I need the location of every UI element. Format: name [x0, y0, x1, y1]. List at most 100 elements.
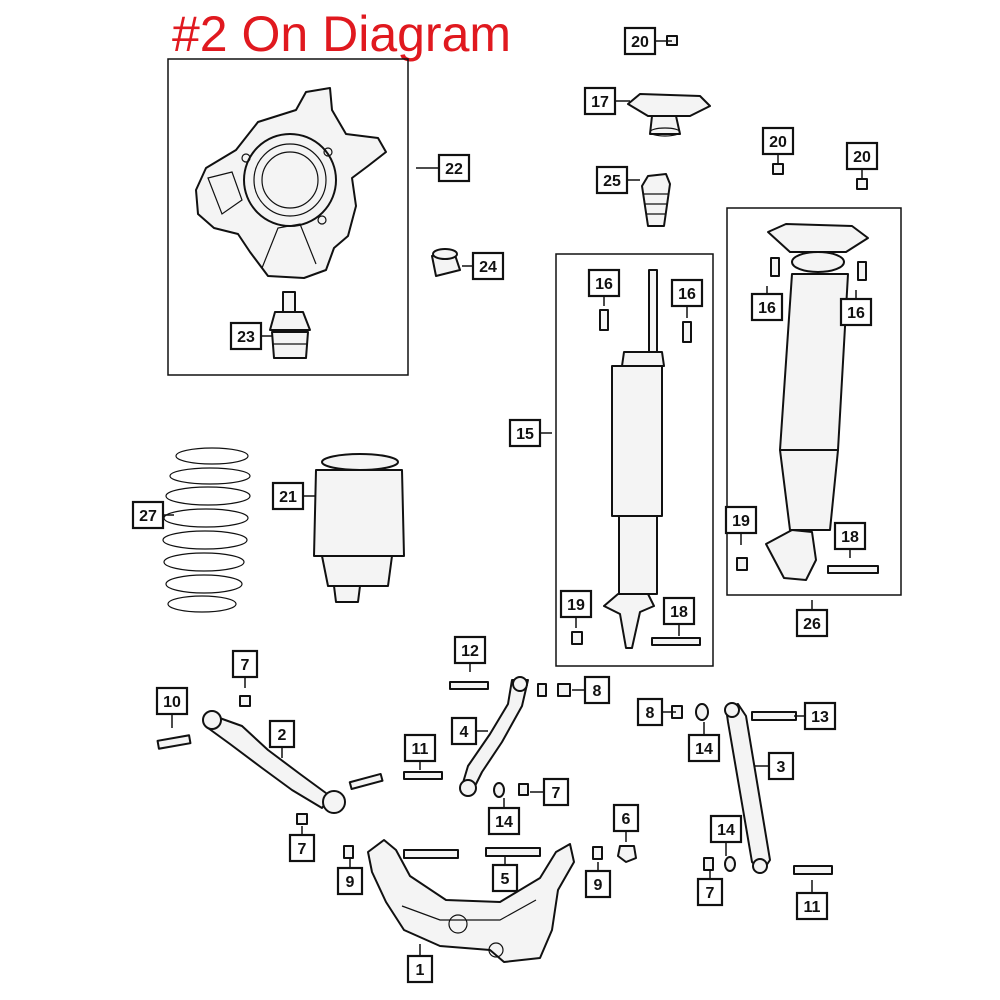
callout-box — [542, 777, 570, 807]
jounce-bumper-part — [641, 173, 671, 227]
callout-label: 18 — [841, 529, 859, 546]
air-spring-part — [313, 453, 405, 603]
callout-box — [803, 701, 837, 731]
callout-label: 3 — [777, 759, 786, 776]
callout-label: 22 — [445, 161, 463, 178]
callout-box — [559, 589, 593, 619]
callout-label: 8 — [646, 705, 655, 722]
callout-c25: 25 — [595, 165, 640, 195]
callout-c26: 26 — [795, 600, 829, 638]
callout-c23: 23 — [229, 321, 272, 351]
callout-c11b: 11 — [795, 880, 829, 921]
shock-absorber-part — [603, 269, 665, 649]
lower-control-arm-part — [367, 839, 575, 963]
fastener-parts — [239, 683, 736, 872]
diagram-title: #2 On Diagram — [172, 6, 512, 62]
callout-label: 13 — [811, 709, 829, 726]
callout-box — [833, 521, 867, 551]
callout-box — [636, 697, 664, 727]
callout-c18a: 18 — [833, 521, 867, 558]
callout-box — [229, 321, 263, 351]
callout-box — [696, 877, 724, 907]
callout-box — [288, 833, 316, 863]
callout-c8b: 8 — [636, 697, 676, 727]
air-strut-group-box — [726, 207, 902, 596]
callout-label: 11 — [412, 741, 429, 758]
cradle-bolt-parts — [403, 847, 541, 859]
callout-box — [623, 26, 657, 56]
callout-label: 16 — [678, 286, 696, 303]
callout-box — [750, 292, 784, 322]
callout-c13: 13 — [794, 701, 837, 731]
callout-box — [662, 596, 696, 626]
callout-c9a: 9 — [336, 858, 364, 896]
callout-box — [508, 418, 542, 448]
callout-label: 21 — [279, 489, 297, 506]
callout-c4: 4 — [450, 716, 488, 746]
callout-c3: 3 — [754, 751, 795, 781]
callout-label: 12 — [461, 643, 479, 660]
callout-c7d: 7 — [696, 870, 724, 907]
callout-box — [839, 297, 873, 327]
callout-c6: 6 — [612, 803, 640, 842]
callout-c16a: 16 — [587, 268, 621, 306]
callout-label: 4 — [460, 724, 469, 741]
callout-box — [406, 954, 434, 984]
callout-c14b: 14 — [487, 798, 521, 836]
callout-box — [583, 86, 617, 116]
callout-c10: 10 — [155, 686, 189, 728]
callout-box — [231, 649, 259, 679]
bushing-part — [431, 248, 461, 277]
callout-label: 20 — [631, 34, 649, 51]
callout-c24: 24 — [462, 251, 505, 281]
callout-box — [584, 869, 612, 899]
callout-box — [491, 863, 519, 893]
callout-c12: 12 — [453, 635, 487, 672]
callout-label: 6 — [622, 811, 631, 828]
callout-box — [271, 481, 305, 511]
callout-label: 16 — [847, 305, 865, 322]
callout-c17: 17 — [583, 86, 630, 116]
lateral-link-part — [403, 676, 529, 797]
toe-link-part — [724, 702, 833, 875]
callout-c19b: 19 — [559, 589, 593, 628]
air-strut-part — [765, 223, 869, 581]
callout-label: 7 — [298, 841, 307, 858]
callout-c22: 22 — [416, 153, 471, 183]
callout-box — [583, 675, 611, 705]
callout-label: 7 — [552, 785, 561, 802]
callout-label: 16 — [758, 300, 776, 317]
callout-c20a: 20 — [623, 26, 672, 56]
small-bolt-parts — [599, 257, 867, 343]
callout-box — [471, 251, 505, 281]
callout-c21: 21 — [271, 481, 316, 511]
callout-box — [403, 733, 437, 763]
callout-box — [450, 716, 478, 746]
callout-c19a: 19 — [724, 505, 758, 545]
callout-label: 23 — [237, 329, 255, 346]
callout-box — [487, 806, 521, 836]
callout-c1: 1 — [406, 944, 434, 984]
callout-label: 24 — [479, 259, 497, 276]
knuckle-part — [195, 87, 387, 279]
callout-label: 26 — [803, 616, 821, 633]
callout-label: 7 — [706, 885, 715, 902]
callout-label: 20 — [853, 149, 871, 166]
callout-c27: 27 — [131, 500, 174, 530]
callout-box — [709, 814, 743, 844]
callout-label: 9 — [594, 877, 603, 894]
callout-label: 8 — [593, 683, 602, 700]
callout-c5: 5 — [491, 856, 519, 893]
coil-spring-part — [162, 447, 251, 613]
callout-label: 14 — [695, 741, 713, 758]
callout-box — [612, 803, 640, 833]
callout-label: 17 — [591, 94, 609, 111]
callout-c2: 2 — [268, 719, 296, 758]
callout-c20b: 20 — [761, 126, 795, 163]
callout-box — [587, 268, 621, 298]
callout-label: 19 — [567, 597, 585, 614]
callout-c20c: 20 — [845, 141, 879, 178]
callout-label: 18 — [670, 604, 688, 621]
strut-nut-parts — [571, 557, 748, 645]
